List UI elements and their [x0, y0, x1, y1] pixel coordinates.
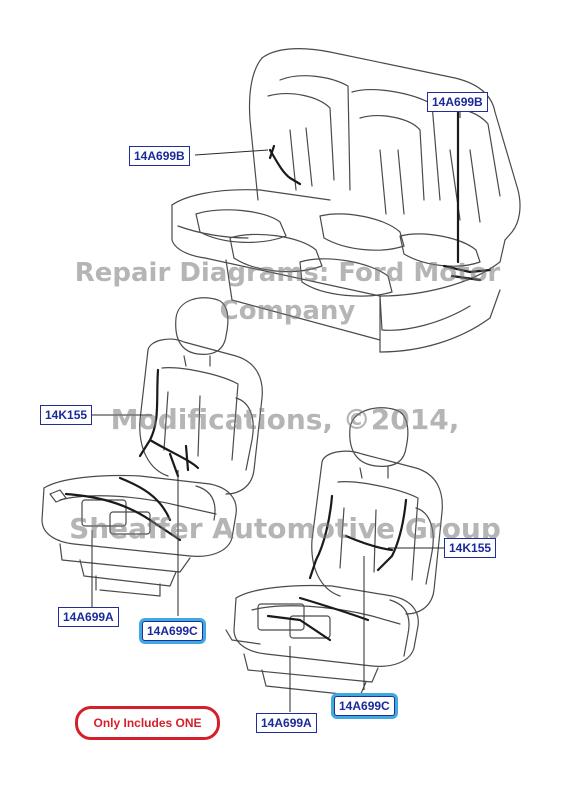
watermark-line-1: Repair Diagrams: Ford Motor [74, 258, 501, 288]
callout-front-right-base: 14A699A [256, 713, 317, 733]
callout-rear-right: 14A699B [427, 92, 488, 112]
callout-front-left-c: 14A699C [142, 621, 203, 641]
only-one-note: Only Includes ONE [75, 706, 220, 740]
rear-right-harness [442, 110, 492, 282]
front-right-seat [225, 407, 443, 697]
front-right-harness [266, 494, 408, 642]
watermark-line-4: Sheaffer Automotive Group [69, 512, 501, 545]
watermark-line-3: Modifications, ©2014, [110, 403, 460, 436]
callout-front-right-c: 14A699C [334, 696, 395, 716]
front-left-harness [64, 368, 200, 542]
rear-bench-seat [171, 48, 521, 353]
rear-left-harness [268, 144, 302, 186]
callout-front-left-base: 14A699A [58, 607, 119, 627]
watermark-line-2: Company [219, 296, 356, 326]
front-left-seat [41, 297, 263, 597]
callout-front-right-harness: 14K155 [444, 538, 497, 558]
callout-front-left-harness: 14K155 [40, 405, 93, 425]
callout-rear-left: 14A699B [129, 146, 190, 166]
leader-rear-left [194, 149, 269, 156]
